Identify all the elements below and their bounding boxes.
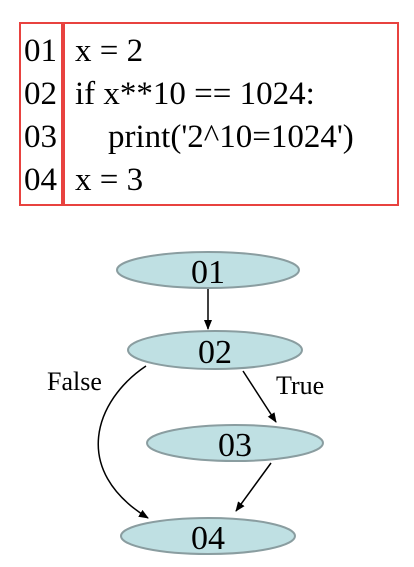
line-number: 01 <box>24 33 57 69</box>
node-label: 04 <box>191 520 225 557</box>
code-listing: x = 2 if x**10 == 1024: print('2^10=1024… <box>63 22 399 206</box>
edge-02-to-04-false <box>97 365 149 519</box>
node-02: 02 <box>127 330 303 371</box>
node-label: 01 <box>191 254 225 291</box>
node-04: 04 <box>120 517 296 557</box>
edge-02-to-03-true <box>242 370 277 423</box>
node-01: 01 <box>116 251 300 291</box>
edge-label-false: False <box>47 367 102 396</box>
node-label: 02 <box>198 334 232 371</box>
code-line: if x**10 == 1024: <box>75 76 315 112</box>
line-number: 02 <box>24 76 57 112</box>
line-number: 03 <box>24 119 57 155</box>
code-line: x = 3 <box>75 162 144 198</box>
line-number: 04 <box>24 162 57 198</box>
node-03: 03 <box>146 424 324 464</box>
code-line: print('2^10=1024') <box>75 119 354 155</box>
edge-label-true: True <box>276 371 324 400</box>
code-line: x = 2 <box>75 33 144 69</box>
line-number-gutter: 01 02 03 04 <box>19 22 63 206</box>
edge-03-to-04 <box>235 462 272 512</box>
node-label: 03 <box>218 427 252 464</box>
